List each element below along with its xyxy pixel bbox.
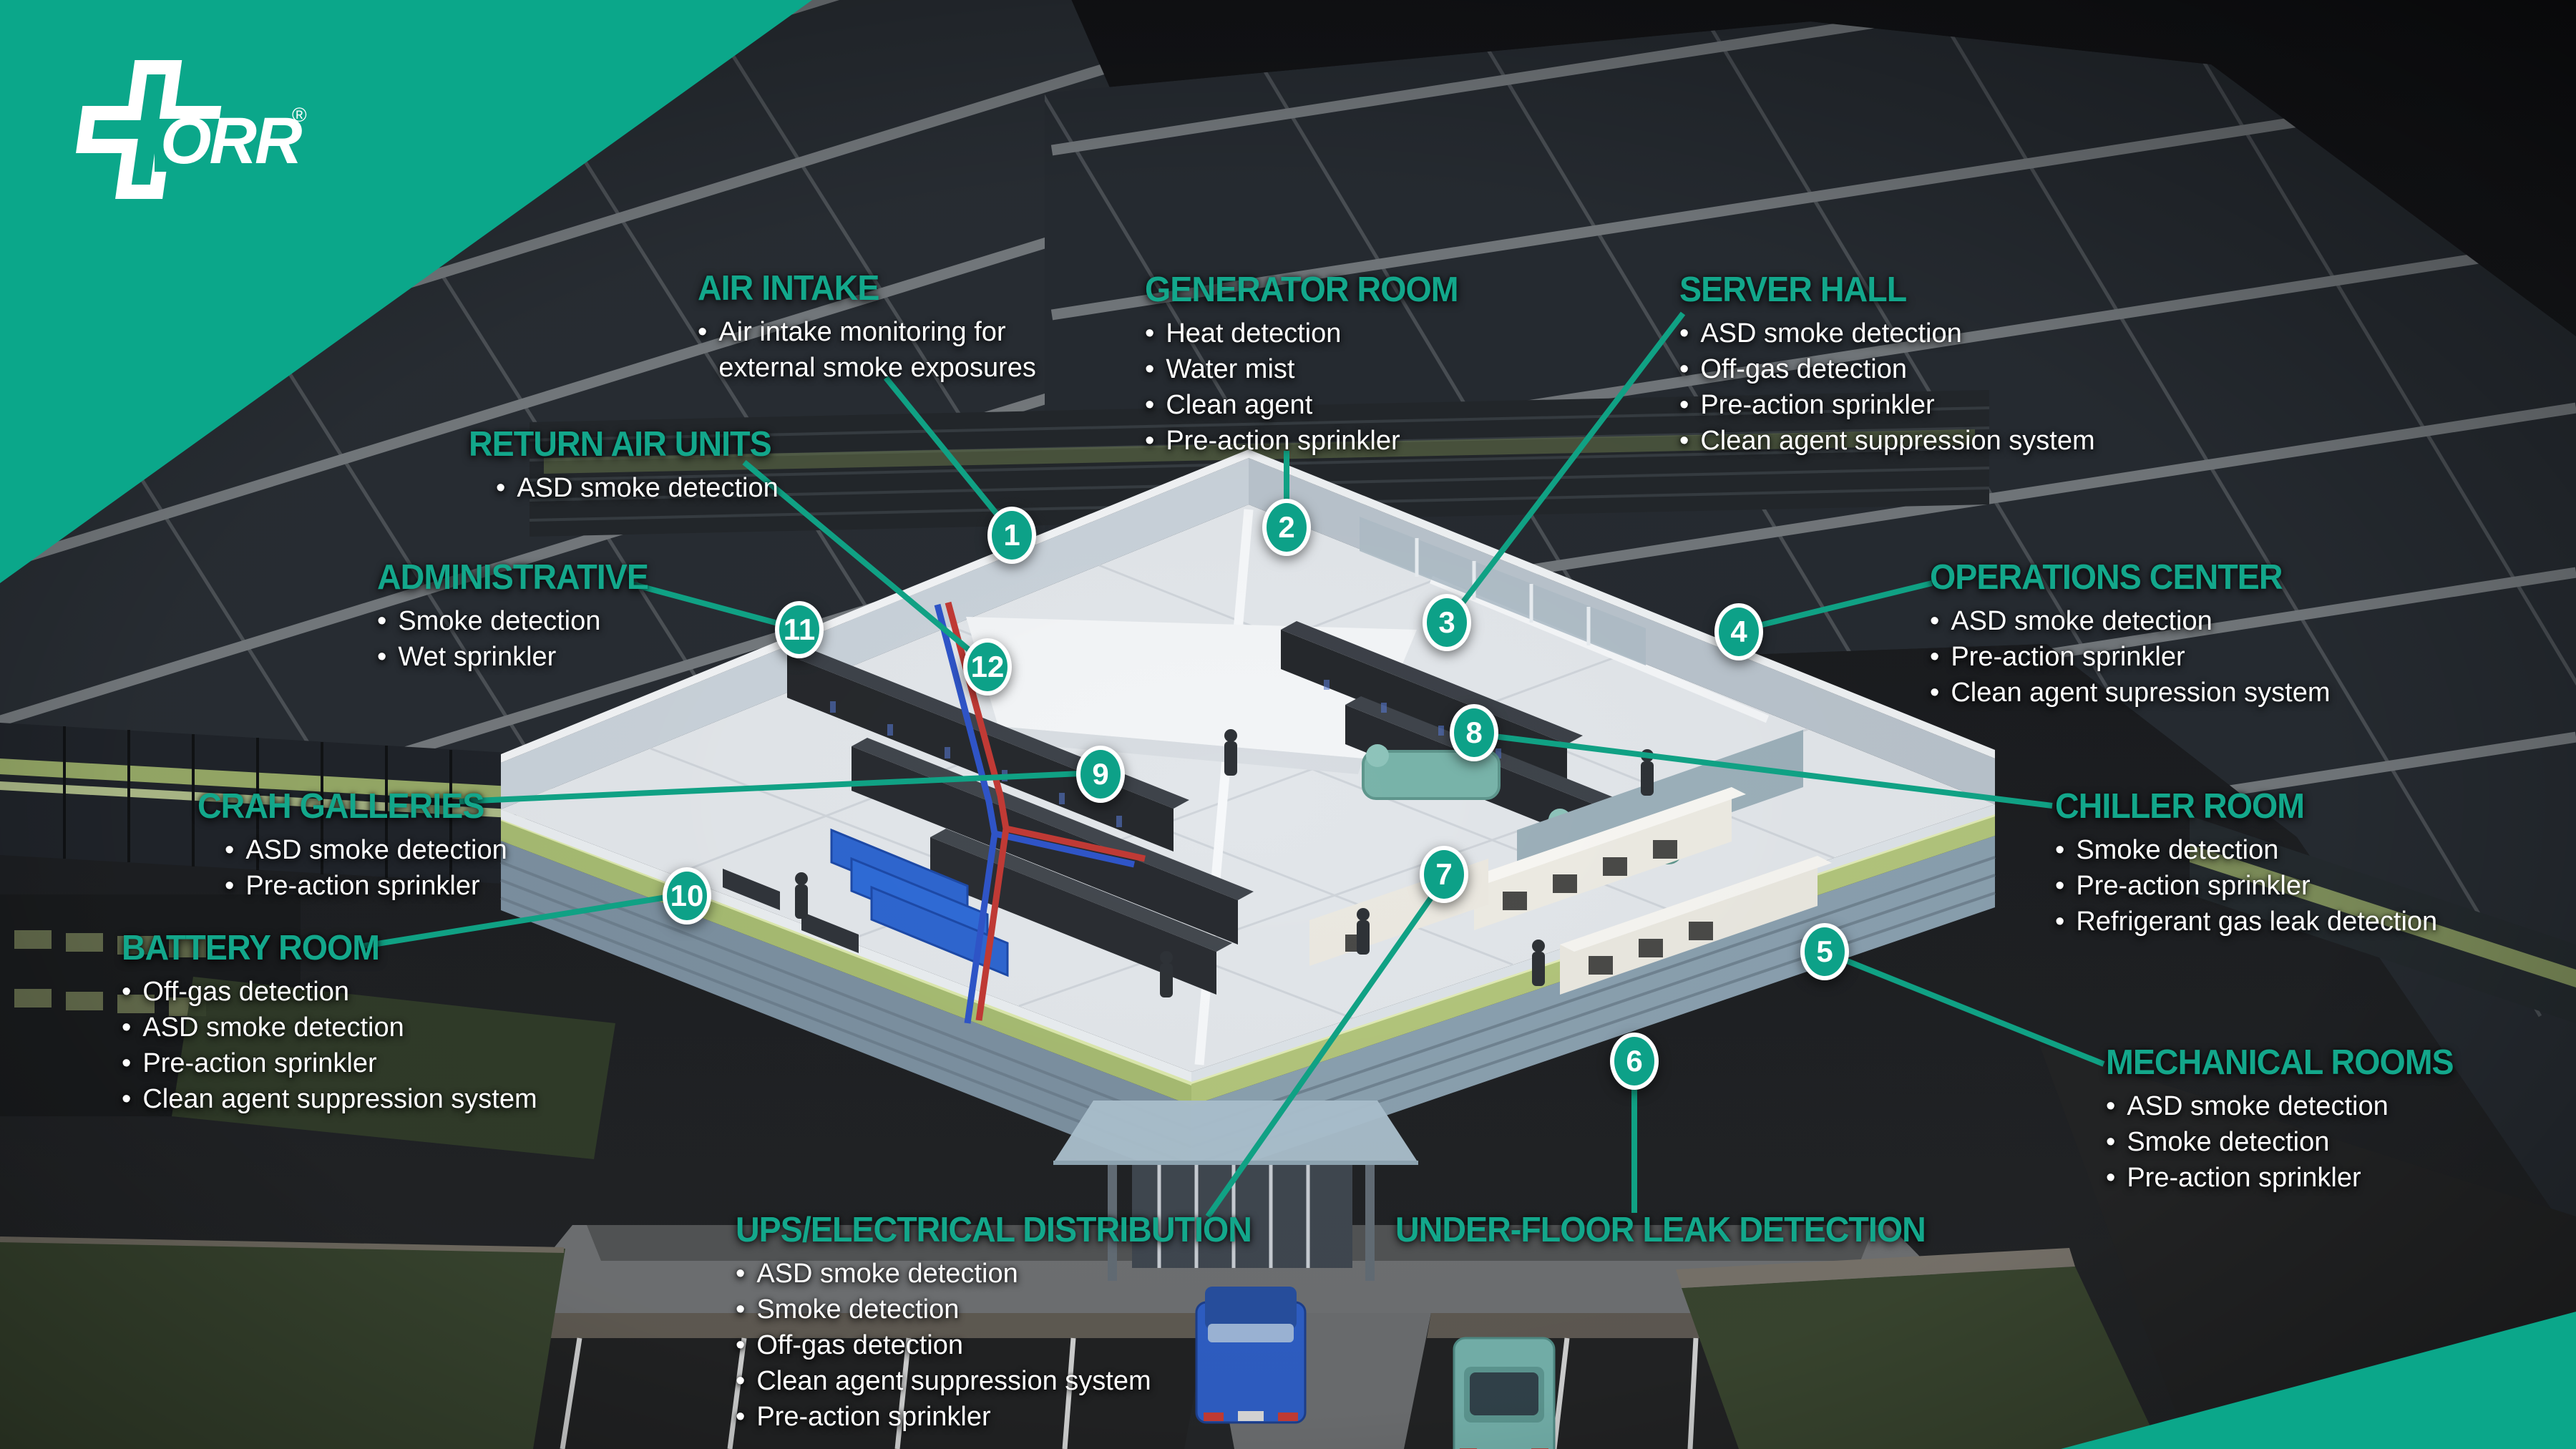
callout-title: GENERATOR ROOM (1145, 270, 1459, 309)
callout-title: AIR INTAKE (698, 269, 879, 308)
callout-title: ADMINISTRATIVE (377, 558, 649, 597)
marker-12: 12 (963, 638, 1012, 696)
callout-bullet: •Clean agent suppression system (736, 1366, 1151, 1397)
callout-chiller-room: CHILLER ROOM •Smoke detection •Pre-actio… (2055, 787, 2438, 940)
callout-mechanical-rooms: MECHANICAL ROOMS •ASD smoke detection •S… (2106, 1043, 2472, 1196)
callout-title: CHILLER ROOM (2055, 787, 2305, 826)
callout-server-hall: SERVER HALL •ASD smoke detection •Off-ga… (1679, 270, 2095, 459)
callout-bullet: •Smoke detection (377, 606, 601, 637)
callout-bullet: •Pre-action sprinkler (736, 1402, 991, 1433)
logo-text: ORR (160, 104, 302, 177)
callout-bullet: •Pre-action sprinkler (2055, 871, 2311, 902)
callout-bullet: •Heat detection (1145, 318, 1342, 349)
callout-title: MECHANICAL ROOMS (2106, 1043, 2454, 1082)
callout-bullet: •ASD smoke detection (736, 1259, 1018, 1289)
callout-title: UPS/ELECTRICAL DISTRIBUTION (736, 1211, 1252, 1249)
marker-7: 7 (1420, 846, 1468, 903)
callout-administrative: ADMINISTRATIVE •Smoke detection •Wet spr… (377, 558, 663, 675)
callout-bullet: •Pre-action sprinkler (225, 871, 480, 902)
callout-bullet: •ASD smoke detection (122, 1013, 404, 1043)
callout-battery-room: BATTERY ROOM •Off-gas detection •ASD smo… (122, 930, 537, 1117)
marker-10: 10 (663, 867, 711, 924)
corner-triangle-bottom-right (2061, 1312, 2576, 1449)
registered-mark: ® (292, 104, 307, 126)
callout-bullet: •Off-gas detection (1679, 354, 1908, 385)
orr-logo: ORR ® (56, 47, 328, 230)
marker-9: 9 (1076, 746, 1125, 803)
callout-title: RETURN AIR UNITS (469, 425, 772, 464)
callout-bullet: •Pre-action sprinkler (1930, 642, 2185, 673)
callout-title: SERVER HALL (1679, 270, 1907, 309)
callout-bullet: •Off-gas detection (122, 977, 350, 1008)
callout-air-intake: AIR INTAKE •Air intake monitoring for ex… (698, 270, 1036, 386)
callout-bullet: •Off-gas detection (736, 1330, 964, 1361)
callout-bullet: •Wet sprinkler (377, 642, 557, 673)
cross-icon (76, 60, 222, 199)
leader-lines (363, 311, 2105, 1219)
callout-crah-galleries: CRAH GALLERIES •ASD smoke detection •Pre… (197, 787, 507, 904)
callout-return-air-units: RETURN AIR UNITS •ASD smoke detection (469, 426, 787, 506)
callout-bullet: •Clean agent suppression system (122, 1084, 537, 1115)
callout-bullet: •Pre-action sprinkler (122, 1048, 377, 1079)
marker-1: 1 (987, 507, 1036, 564)
callout-bullet: •Water mist (1145, 354, 1295, 385)
callout-bullet: •Clean agent suppression system (1679, 426, 2095, 457)
callout-title: OPERATIONS CENTER (1930, 558, 2283, 597)
callout-bullet: •Clean agent (1145, 390, 1313, 421)
callout-bullet: •ASD smoke detection (496, 473, 779, 504)
callout-bullet: •Pre-action sprinkler (1145, 426, 1400, 457)
callout-title: CRAH GALLERIES (197, 787, 484, 826)
callout-bullet: •Refrigerant gas leak detection (2055, 907, 2438, 937)
callout-bullet: •Clean agent supression system (1930, 678, 2331, 708)
callout-bullet: •Smoke detection (2106, 1127, 2330, 1158)
callout-title: BATTERY ROOM (122, 929, 380, 967)
callout-bullet: •ASD smoke detection (225, 835, 507, 866)
callout-bullet: •Air intake monitoring for external smok… (698, 317, 1036, 384)
callout-operations-center: OPERATIONS CENTER •ASD smoke detection •… (1930, 558, 2331, 711)
callout-bullet: •Pre-action sprinkler (1679, 390, 1935, 421)
callout-title: UNDER-FLOOR LEAK DETECTION (1395, 1211, 1926, 1249)
marker-4: 4 (1714, 603, 1763, 660)
callout-bullet: •Pre-action sprinkler (2106, 1163, 2361, 1194)
marker-8: 8 (1450, 704, 1498, 761)
callout-generator-room: GENERATOR ROOM •Heat detection •Water mi… (1145, 270, 1475, 459)
callout-bullet: •Smoke detection (2055, 835, 2279, 866)
marker-3: 3 (1423, 594, 1471, 651)
marker-11: 11 (775, 601, 824, 658)
callout-bullet: •ASD smoke detection (2106, 1091, 2389, 1122)
marker-2: 2 (1262, 499, 1311, 556)
marker-6: 6 (1610, 1033, 1659, 1090)
callout-bullet: •Smoke detection (736, 1294, 960, 1325)
callout-under-floor-leak-detection: UNDER-FLOOR LEAK DETECTION (1395, 1211, 1953, 1249)
marker-5: 5 (1800, 923, 1849, 980)
callout-bullet: •ASD smoke detection (1930, 606, 2212, 637)
callout-ups-electrical-distribution: UPS/ELECTRICAL DISTRIBUTION •ASD smoke d… (736, 1211, 1279, 1435)
callout-bullet: •ASD smoke detection (1679, 318, 1962, 349)
